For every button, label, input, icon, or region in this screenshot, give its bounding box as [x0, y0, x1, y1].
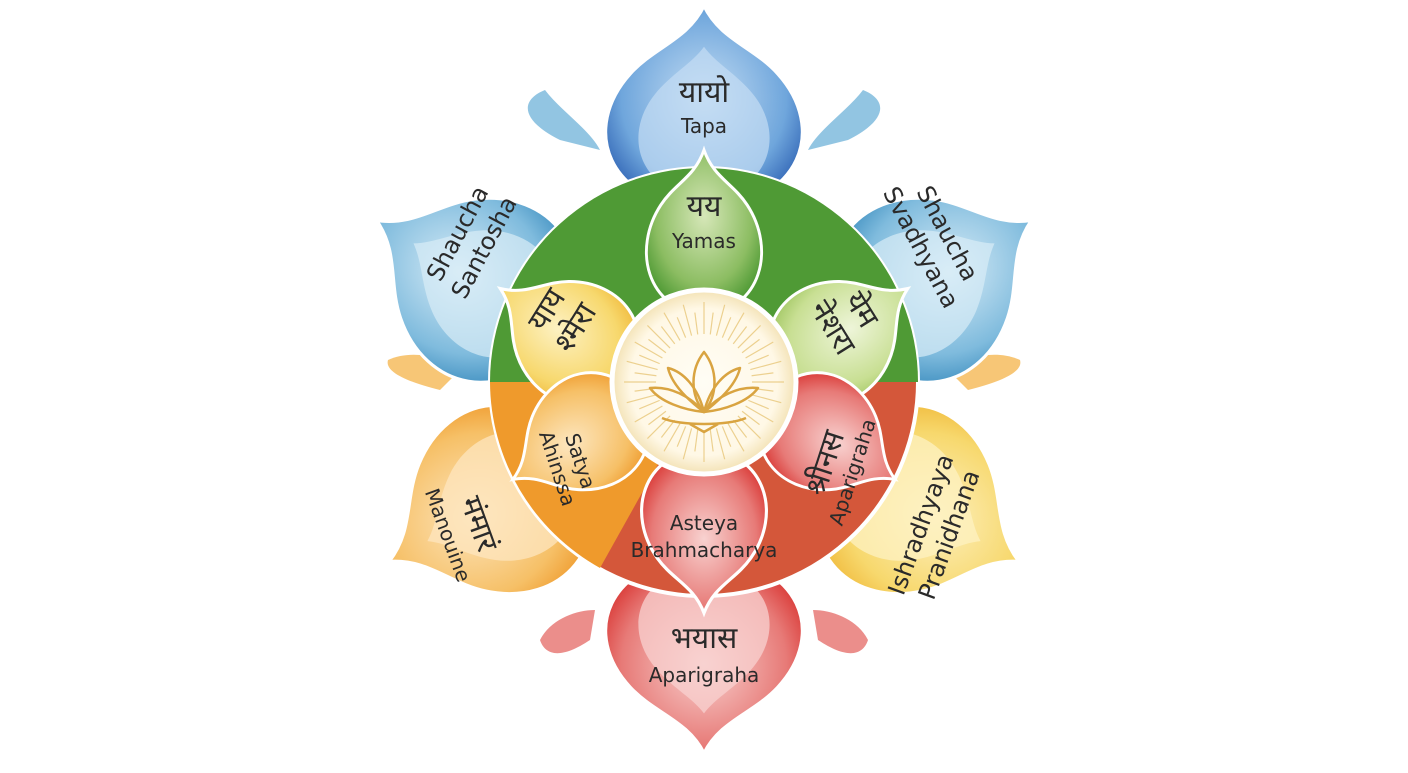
label-top-latin: Tapa	[680, 114, 727, 138]
sun-ray	[676, 317, 687, 338]
sun-ray	[639, 399, 660, 410]
lotus-icon	[648, 350, 760, 434]
sun-ray	[748, 399, 769, 410]
sun-ray	[737, 325, 761, 349]
accent-petal-tr	[808, 90, 881, 150]
outer-labels: यायो Tapa Shaucha Santosha Shaucha Svadh…	[420, 75, 986, 687]
sun-rays	[624, 302, 784, 462]
label-bottom-latin: Aparigraha	[649, 663, 760, 687]
sun-ray	[745, 341, 774, 359]
sun-ray	[647, 325, 671, 349]
sun-ray	[639, 354, 660, 365]
sun-ray	[634, 405, 663, 423]
sun-ray	[732, 326, 748, 345]
inner-top-latin: Yamas	[671, 229, 736, 253]
sun-ray	[634, 372, 657, 377]
sun-ray	[709, 312, 714, 335]
sun-ray	[745, 405, 774, 423]
sun-ray	[721, 426, 732, 447]
sun-ray	[682, 428, 693, 460]
label-top-devanagari: यायो	[679, 75, 731, 110]
sun-ray	[709, 429, 714, 452]
inner-bottom-line2: Brahmacharya	[631, 538, 778, 562]
sun-ray	[663, 423, 681, 452]
sun-ray	[694, 312, 699, 335]
accent-petal-bl	[540, 610, 595, 654]
sun-ray	[676, 426, 687, 447]
sun-ray	[663, 312, 681, 341]
inner-bottom-line1: Asteya	[670, 511, 738, 535]
sun-ray	[751, 372, 774, 377]
sun-ray	[648, 410, 667, 426]
sun-ray	[715, 428, 726, 460]
sun-ray	[626, 360, 658, 371]
sun-ray	[682, 304, 693, 336]
sun-ray	[741, 410, 760, 426]
sun-ray	[694, 429, 699, 452]
sun-ray	[721, 317, 732, 338]
sun-ray	[732, 419, 748, 438]
sun-ray	[750, 393, 782, 404]
accent-petal-br	[813, 610, 868, 654]
sun-ray	[727, 312, 745, 341]
sun-ray	[727, 423, 745, 452]
accent-petal-tl	[527, 90, 600, 150]
inner-top-devanagari: यय	[687, 189, 722, 224]
sun-ray	[741, 338, 760, 354]
sun-ray	[750, 360, 782, 371]
label-bottom-devanagari: भयास	[671, 621, 738, 656]
sun-ray	[648, 338, 667, 354]
sun-ray	[660, 326, 676, 345]
center-disc	[609, 287, 799, 477]
sun-ray	[715, 304, 726, 336]
sun-ray	[660, 419, 676, 438]
sun-ray	[634, 341, 663, 359]
sun-ray	[626, 393, 658, 404]
accent-petals	[387, 90, 1021, 654]
sun-ray	[748, 354, 769, 365]
